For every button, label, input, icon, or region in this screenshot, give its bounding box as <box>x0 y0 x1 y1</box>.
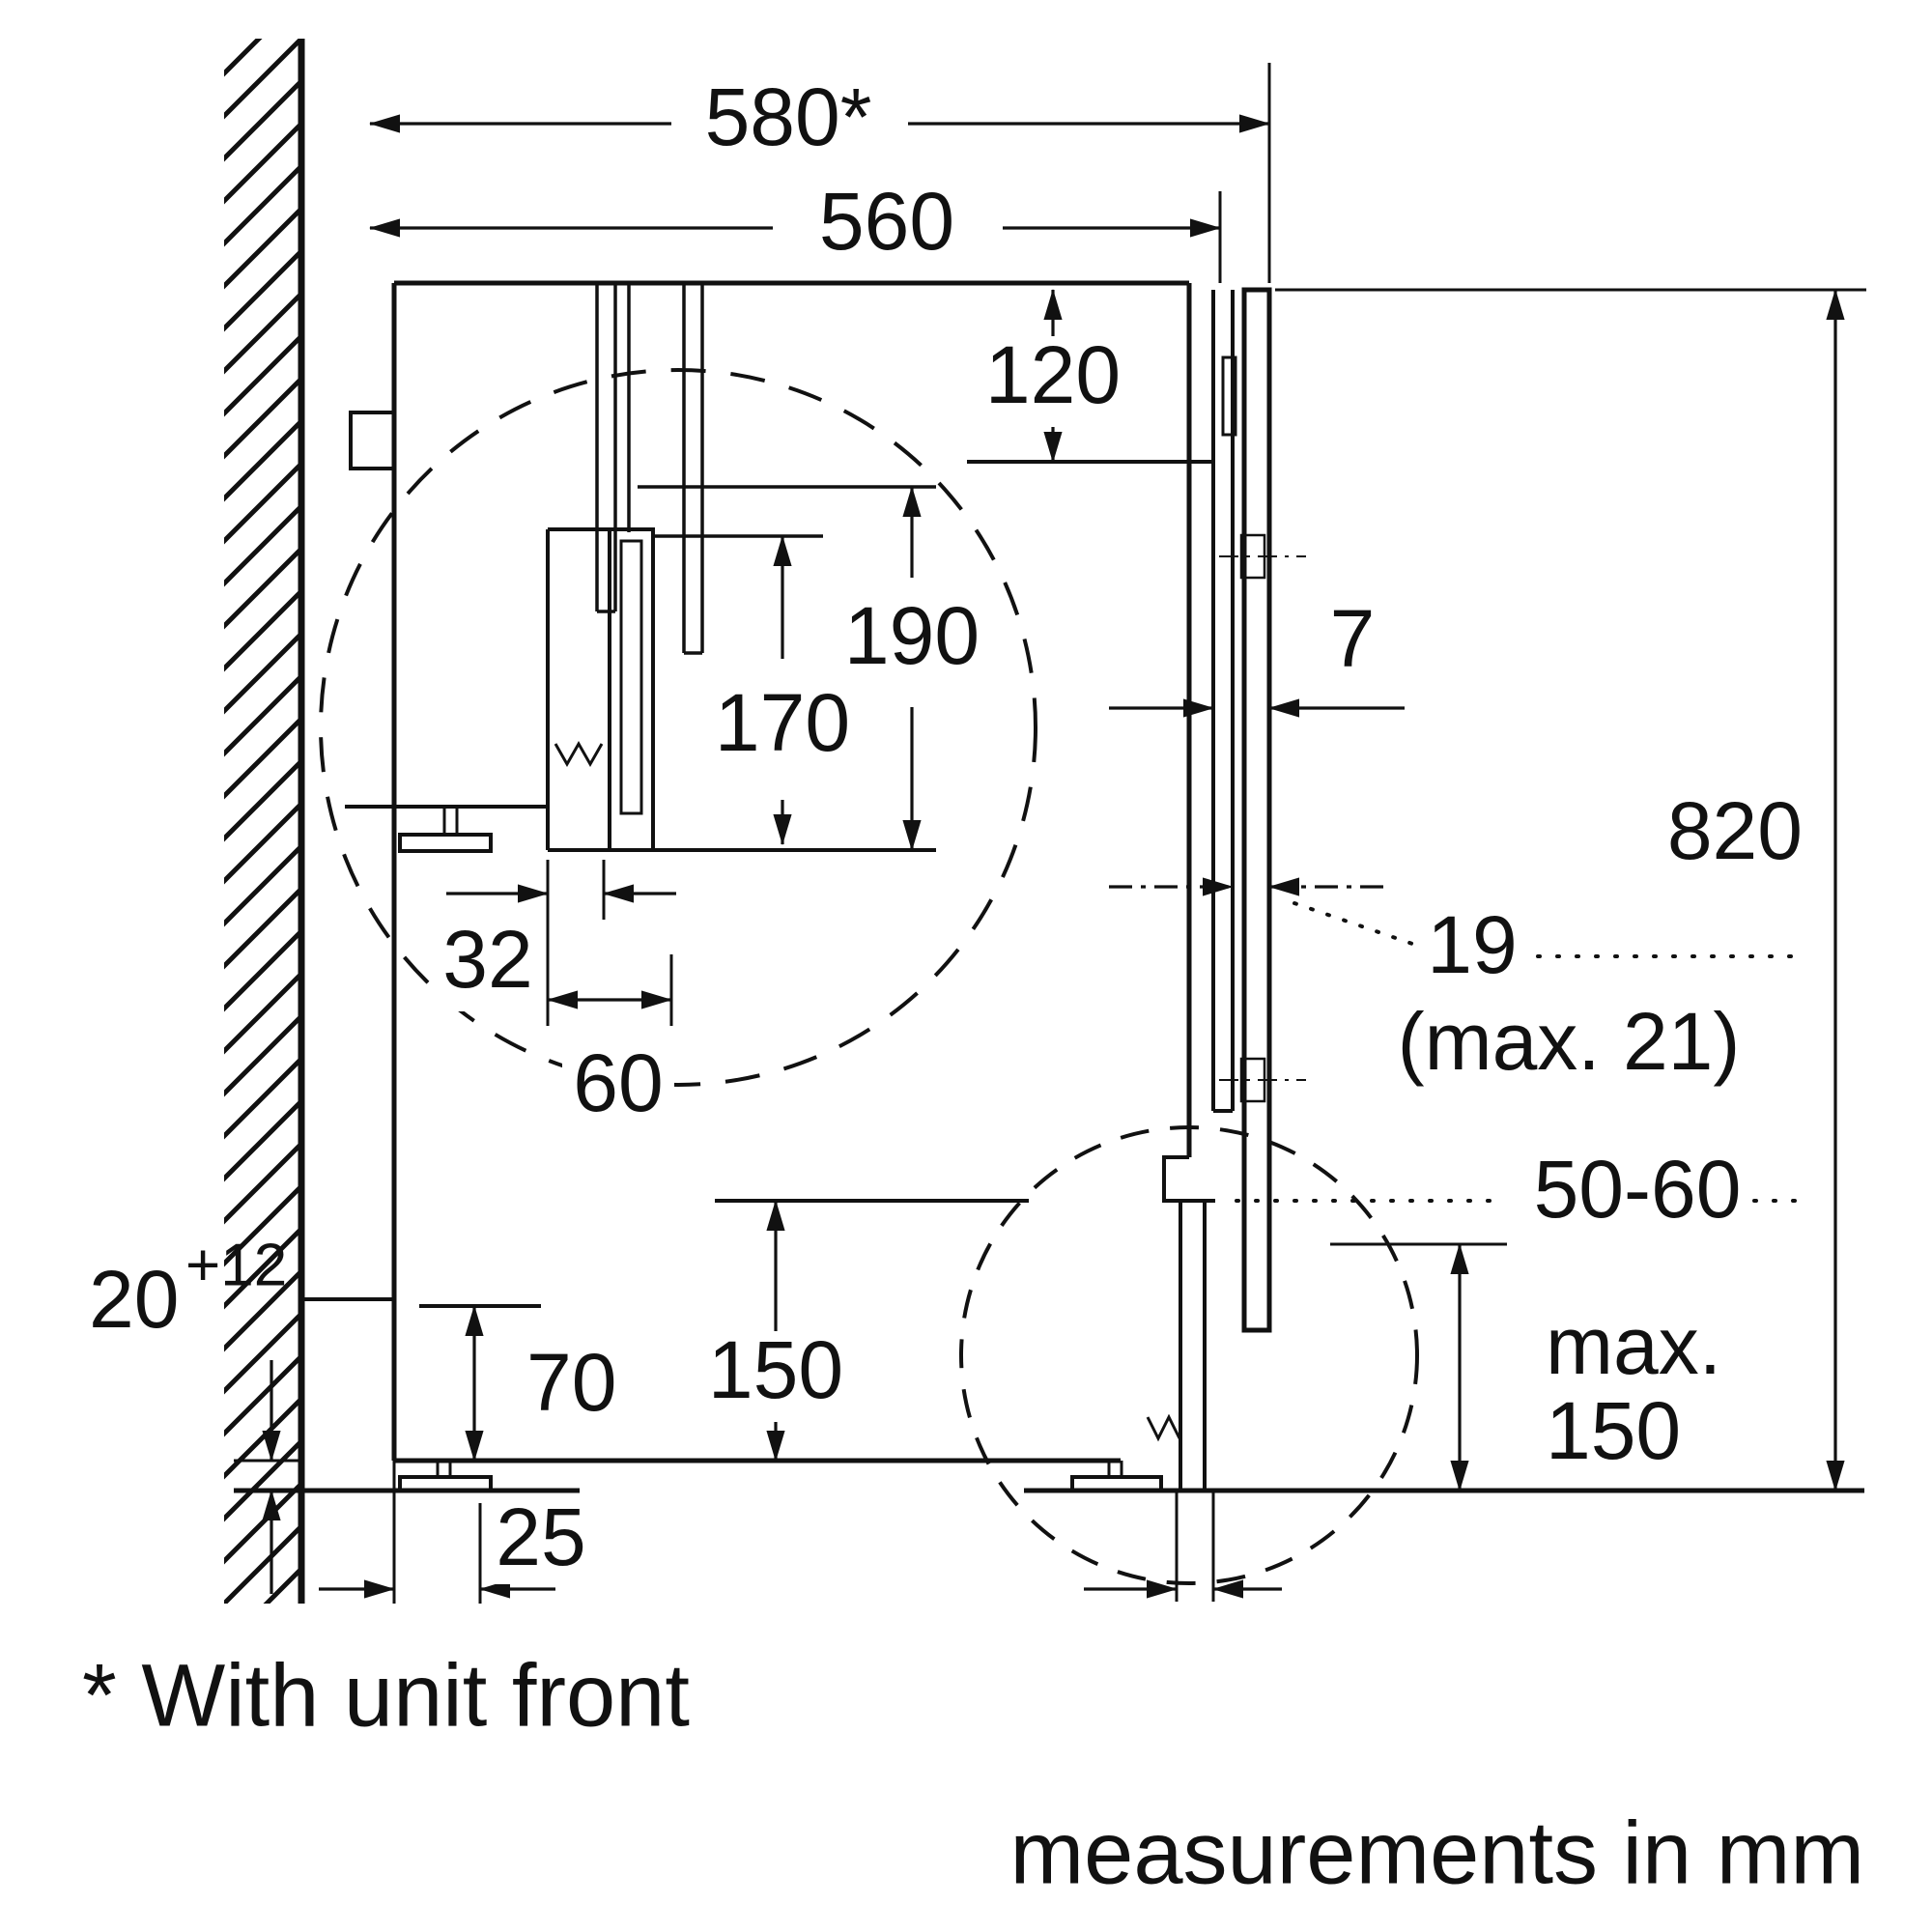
dim-580-label: 580* <box>705 71 872 162</box>
dim-190-label: 190 <box>844 590 980 681</box>
dimension-7: 7 <box>1109 593 1405 718</box>
footnote-text: * With unit front <box>82 1646 690 1745</box>
dimension-70: 70 <box>419 1304 616 1462</box>
dimension-32: 32 <box>435 860 676 1026</box>
dimension-20-12: 20 +12 <box>89 1232 304 1594</box>
dim-max-label: max. <box>1546 1300 1721 1391</box>
label-background <box>562 1045 674 1134</box>
dimension-60: 60 <box>547 954 674 1134</box>
dim-19-label: 19 <box>1427 899 1517 990</box>
dotted-leader <box>1293 901 1417 947</box>
dimension-max-150: max. 150 <box>1330 1242 1721 1492</box>
dim-170-label: 170 <box>715 677 850 768</box>
furniture-front-panel <box>1241 287 1272 1333</box>
dim-20-tolerance-label: +12 <box>185 1232 287 1298</box>
dim-820-label: 820 <box>1667 785 1803 876</box>
dimension-560: 560 <box>369 176 1222 283</box>
dimension-50-60: 50-60 <box>1235 1144 1814 1235</box>
spring-clip-symbol <box>1146 1413 1181 1442</box>
appliance-outline <box>301 280 1306 1463</box>
upper-callout-circle <box>319 368 1037 1087</box>
dim-20-label: 20 <box>89 1254 179 1345</box>
dimension-170: 170 <box>715 535 850 845</box>
spring-clip-symbol <box>554 740 604 768</box>
dimension-580: 580* <box>369 63 1271 283</box>
dimensions: 580* 560 120 190 170 7 <box>89 63 1866 1604</box>
dim-7-label: 7 <box>1330 593 1376 684</box>
dim-32-label: 32 <box>442 914 532 1005</box>
dim-50-60-label: 50-60 <box>1534 1144 1742 1235</box>
label-background <box>435 923 543 1011</box>
plinth-step <box>1162 1155 1215 1203</box>
dim-max-150-label: 150 <box>1546 1385 1681 1476</box>
rear-connection-notch <box>349 411 394 470</box>
wall <box>224 39 305 1604</box>
dim-120-label: 120 <box>985 329 1121 420</box>
dimension-120: 120 <box>985 289 1121 463</box>
dimension-25: 25 <box>319 1461 597 1604</box>
units-note-text: measurements in mm <box>1010 1804 1864 1902</box>
dim-60-label: 60 <box>573 1037 663 1128</box>
dim-70-label: 70 <box>526 1337 616 1428</box>
hose-channel-inner <box>619 539 643 815</box>
door-latch-detail <box>1221 355 1237 437</box>
dim-560-label: 560 <box>819 176 954 267</box>
dimension-150: 150 <box>708 1199 1029 1462</box>
dim-25-label: 25 <box>496 1492 585 1582</box>
dimension-19: 19 (max. 21) <box>1109 877 1810 1087</box>
notes: * With unit front measurements in mm <box>82 1646 1864 1902</box>
dim-150-label: 150 <box>708 1324 843 1415</box>
dimension-190: 190 <box>844 486 980 851</box>
wall-hatching <box>224 39 301 1604</box>
callout-circles <box>319 368 1419 1585</box>
hose-detail <box>345 283 936 853</box>
dimension-820: 820 <box>1275 288 1866 1492</box>
dim-19-max-label: (max. 21) <box>1398 996 1741 1087</box>
label-background <box>489 1503 597 1584</box>
plinth-board <box>1179 1199 1207 1492</box>
lower-callout-circle <box>959 1125 1419 1585</box>
bracket-foot-base <box>398 833 493 853</box>
